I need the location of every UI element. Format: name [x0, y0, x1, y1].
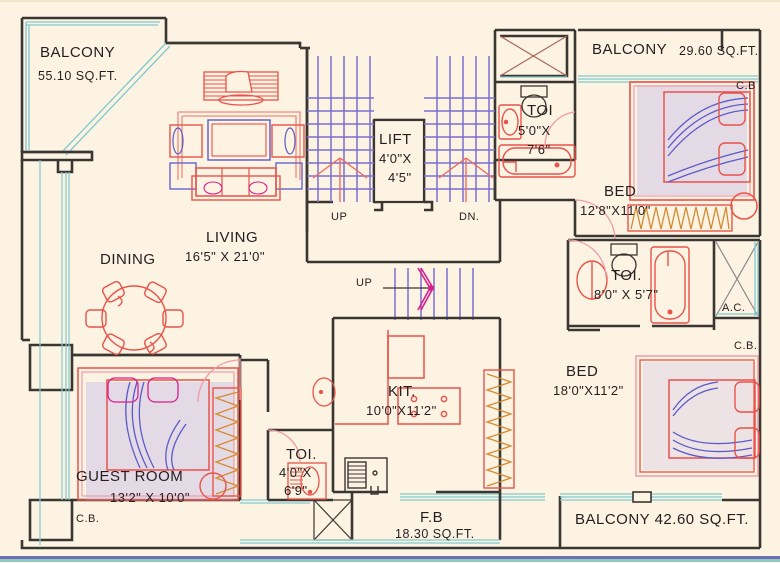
- stair-flight-up-left: [307, 56, 374, 202]
- balcony-left-wall-stub: [20, 150, 94, 174]
- living-tv-console: [203, 70, 279, 106]
- stair-up-arrow-left: [312, 157, 368, 202]
- balcony-top-right-label: BALCONY: [592, 41, 668, 58]
- top-right-walls: [493, 28, 762, 238]
- toilet-right-walls: [566, 238, 762, 332]
- balcony-left-area: 55.10 SQ.FT.: [38, 69, 118, 83]
- guest-room-label: GUEST ROOM: [76, 468, 184, 485]
- toilet-top-door-swing: [544, 111, 576, 147]
- balcony-top-right-area: 29.60 SQ.FT.: [679, 44, 759, 58]
- kitchen-walls: [331, 318, 502, 540]
- toilet-bl-fixtures: [287, 377, 336, 500]
- fb-area: 18.30 SQ.FT.: [395, 527, 475, 541]
- cb-bottom-left-label: C.B.: [76, 513, 100, 525]
- bed-top-right-label: BED: [604, 183, 637, 200]
- toilet-bl-walls: [240, 358, 333, 502]
- living-dining-walls: [72, 41, 310, 360]
- ac-label: A.C.: [722, 302, 746, 314]
- toilet-right-dimension: 8'0" X 5'7": [594, 287, 659, 302]
- dining-table: [85, 280, 184, 356]
- toilet-bl-label: TOI.: [286, 446, 317, 463]
- lift-shaft: [372, 118, 426, 204]
- fb-duct-cross: [313, 499, 353, 541]
- toilet-right-fixtures: [576, 246, 690, 324]
- bottom-right-walls: [558, 318, 762, 550]
- guest-room-door-swing: [197, 359, 241, 403]
- ac-glazing: [716, 242, 759, 316]
- balcony-bottom-mullion: [632, 491, 652, 503]
- stair-down-right-label: DN.: [459, 211, 480, 223]
- toilet-top-dimension-line1: 5'0"X: [518, 123, 551, 138]
- left-curtain-wall-glazing: [39, 160, 70, 545]
- stair-down-arrow-right: [438, 157, 494, 202]
- toilet-bl-dimension-line2: 6'9": [284, 483, 308, 498]
- toilet-right-label: TOI.: [611, 267, 642, 284]
- lift-dimension-line1: 4'0"X: [379, 151, 412, 166]
- dining-label: DINING: [100, 251, 156, 268]
- bed-tr-door-swing: [574, 199, 616, 241]
- stair-flight-up-lower: [394, 268, 474, 320]
- toilet-top-wc: [520, 85, 548, 118]
- toilet-bl-door-swing: [267, 429, 301, 463]
- lift-dimension-line2: 4'5": [388, 170, 412, 185]
- stair-up-left-label: UP: [331, 211, 348, 223]
- toilet-right-wc: [610, 243, 638, 277]
- bed-top-right-furniture: [627, 81, 758, 232]
- guest-room-dimension: 13'2" X 10'0": [110, 490, 190, 505]
- living-sofa-set: [169, 111, 305, 201]
- balcony-left-label: BALCONY: [40, 44, 116, 61]
- stair-up-door-swing: [417, 267, 434, 311]
- toilet-top-label: TOI: [527, 102, 554, 119]
- stair-up-lower-label: UP: [356, 277, 373, 289]
- kitchen-dimension: 10'0"X11'2": [366, 403, 437, 418]
- kitchen-label: KIT.: [388, 383, 416, 400]
- washing-machine: [344, 457, 388, 495]
- corridor-wall-lower: [333, 316, 502, 330]
- bed-bottom-right-dimension: 18'0"X11'2": [553, 383, 624, 398]
- living-label: LIVING: [206, 229, 259, 246]
- guest-room-furniture: [77, 367, 242, 501]
- toilet-bl-dimension-line1: 4'0"X: [279, 465, 312, 480]
- duct-cross-top: [499, 35, 568, 77]
- balcony-left-glazing: [25, 21, 171, 156]
- living-dimension: 16'5" X 21'0": [185, 249, 265, 264]
- kitchen-wardrobe-hatch: [483, 369, 515, 489]
- toilet-top-fixtures: [498, 104, 576, 178]
- stair-flight-down-right: [424, 56, 495, 202]
- fb-label: F.B: [420, 509, 444, 526]
- lift-label: LIFT: [379, 131, 412, 148]
- cb-mid-right-label: C.B.: [734, 340, 758, 352]
- bed-top-right-dimension: 12'8"X11'0": [580, 203, 651, 218]
- toilet-top-dimension-line2: 7'6": [527, 142, 551, 157]
- bed-bottom-right-furniture: [635, 355, 760, 477]
- ac-ledge-cross: [715, 241, 759, 317]
- kitchen-counter: [335, 330, 461, 425]
- balcony-bottom-label: BALCONY 42.60 SQ.FT.: [575, 511, 749, 528]
- bed-bottom-right-label: BED: [566, 363, 599, 380]
- cb-top-right-label: C.B: [736, 80, 756, 92]
- toilet-right-door-swing: [567, 239, 607, 279]
